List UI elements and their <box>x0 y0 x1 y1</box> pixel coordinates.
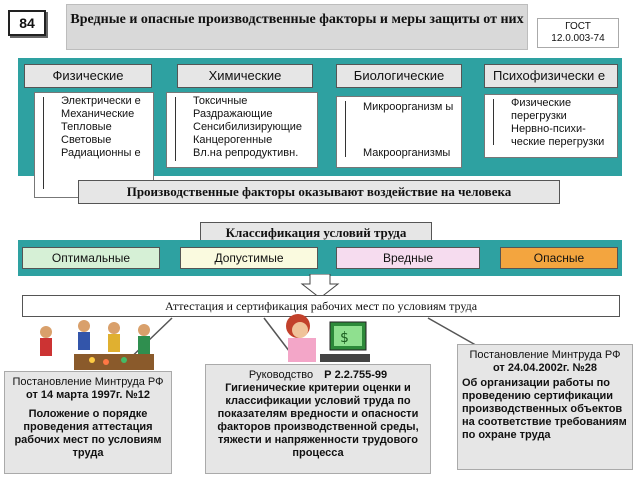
doc-right-line1: Постановление Минтруда РФ <box>469 349 621 361</box>
bracket-line <box>345 101 356 157</box>
doc-left-line2: от 14 марта 1997г. №12 <box>26 389 150 401</box>
class-optimal: Оптимальные <box>22 247 160 269</box>
doc-resolution-1997: Постановление Минтруда РФ от 14 марта 19… <box>4 371 172 474</box>
bracket-line <box>175 97 186 161</box>
class-allowed: Допустимые <box>180 247 318 269</box>
list-item: Механические <box>61 108 135 120</box>
workers-illustration-icon <box>40 320 154 370</box>
gost-label: ГОСТ 12.0.003-74 <box>537 18 619 48</box>
impact-banner: Производственные факторы оказывают возде… <box>78 180 560 204</box>
category-physical-header: Физические <box>24 64 152 88</box>
doc-resolution-2002: Постановление Минтруда РФ от 24.04.2002г… <box>457 344 633 470</box>
list-item: Световые <box>61 134 112 146</box>
category-psychophysical-list: Физические перегрузки Нервно-психи- ческ… <box>484 94 618 158</box>
bracket-line <box>493 99 504 145</box>
list-item: Физические перегрузки <box>511 97 572 122</box>
category-biological-list: Микроорганизм ы Макроорганизмы <box>336 96 462 168</box>
list-item: Сенсибилизирующие <box>193 121 303 133</box>
category-chemical-list: Токсичные Раздражающие Сенсибилизирующие… <box>166 92 318 168</box>
computer-worker-icon: $ <box>286 314 370 362</box>
doc-left-body: Положение о порядке проведения аттестаци… <box>14 408 162 459</box>
gost-line1: ГОСТ <box>565 21 591 32</box>
list-item: Микроорганизм ы <box>363 101 454 113</box>
doc-left-line1: Постановление Минтруда РФ <box>12 376 164 388</box>
list-item: Нервно-психи- ческие перегрузки <box>511 123 605 148</box>
gost-line2: 12.0.003-74 <box>551 33 605 44</box>
doc-center-ref: Руководство Р 2.2.755-99 <box>212 369 424 382</box>
doc-center-ref-prefix: Руководство <box>248 369 314 381</box>
svg-text:$: $ <box>340 330 349 346</box>
down-arrow-icon <box>300 274 340 298</box>
category-chemical-header: Химические <box>177 64 313 88</box>
doc-guideline-r2275599: Руководство Р 2.2.755-99 Гигиенические к… <box>205 364 431 474</box>
list-item: Радиационны е <box>61 147 141 159</box>
category-physical-list: Электрически е Механические Тепловые Све… <box>34 92 154 198</box>
class-dangerous: Опасные <box>500 247 618 269</box>
classification-title: Классификация условий труда <box>200 222 432 244</box>
bracket-line <box>43 97 54 189</box>
list-item: Вл.на репродуктивн. <box>193 147 299 159</box>
doc-center-ref-code: Р 2.2.755-99 <box>324 369 388 381</box>
category-psychophysical-header: Психофизически е <box>484 64 618 88</box>
list-item: Раздражающие <box>193 108 273 120</box>
list-item: Макроорганизмы <box>363 147 451 159</box>
category-biological-header: Биологические <box>336 64 462 88</box>
list-item: Канцерогенные <box>193 134 273 146</box>
slide-title: Вредные и опасные производственные факто… <box>66 4 528 50</box>
doc-right-line2: от 24.04.2002г. №28 <box>492 362 598 374</box>
list-item: Тепловые <box>61 121 112 133</box>
doc-center-body: Гигиенические критерии оценки и классифи… <box>217 382 419 459</box>
certification-banner: Аттестация и сертификация рабочих мест п… <box>22 295 620 317</box>
doc-right-body: Об организации работы по проведению серт… <box>462 377 627 441</box>
list-item: Электрически е <box>61 95 141 107</box>
list-item: Токсичные <box>193 95 248 107</box>
class-harmful: Вредные <box>336 247 480 269</box>
slide-number: 84 <box>8 10 46 36</box>
